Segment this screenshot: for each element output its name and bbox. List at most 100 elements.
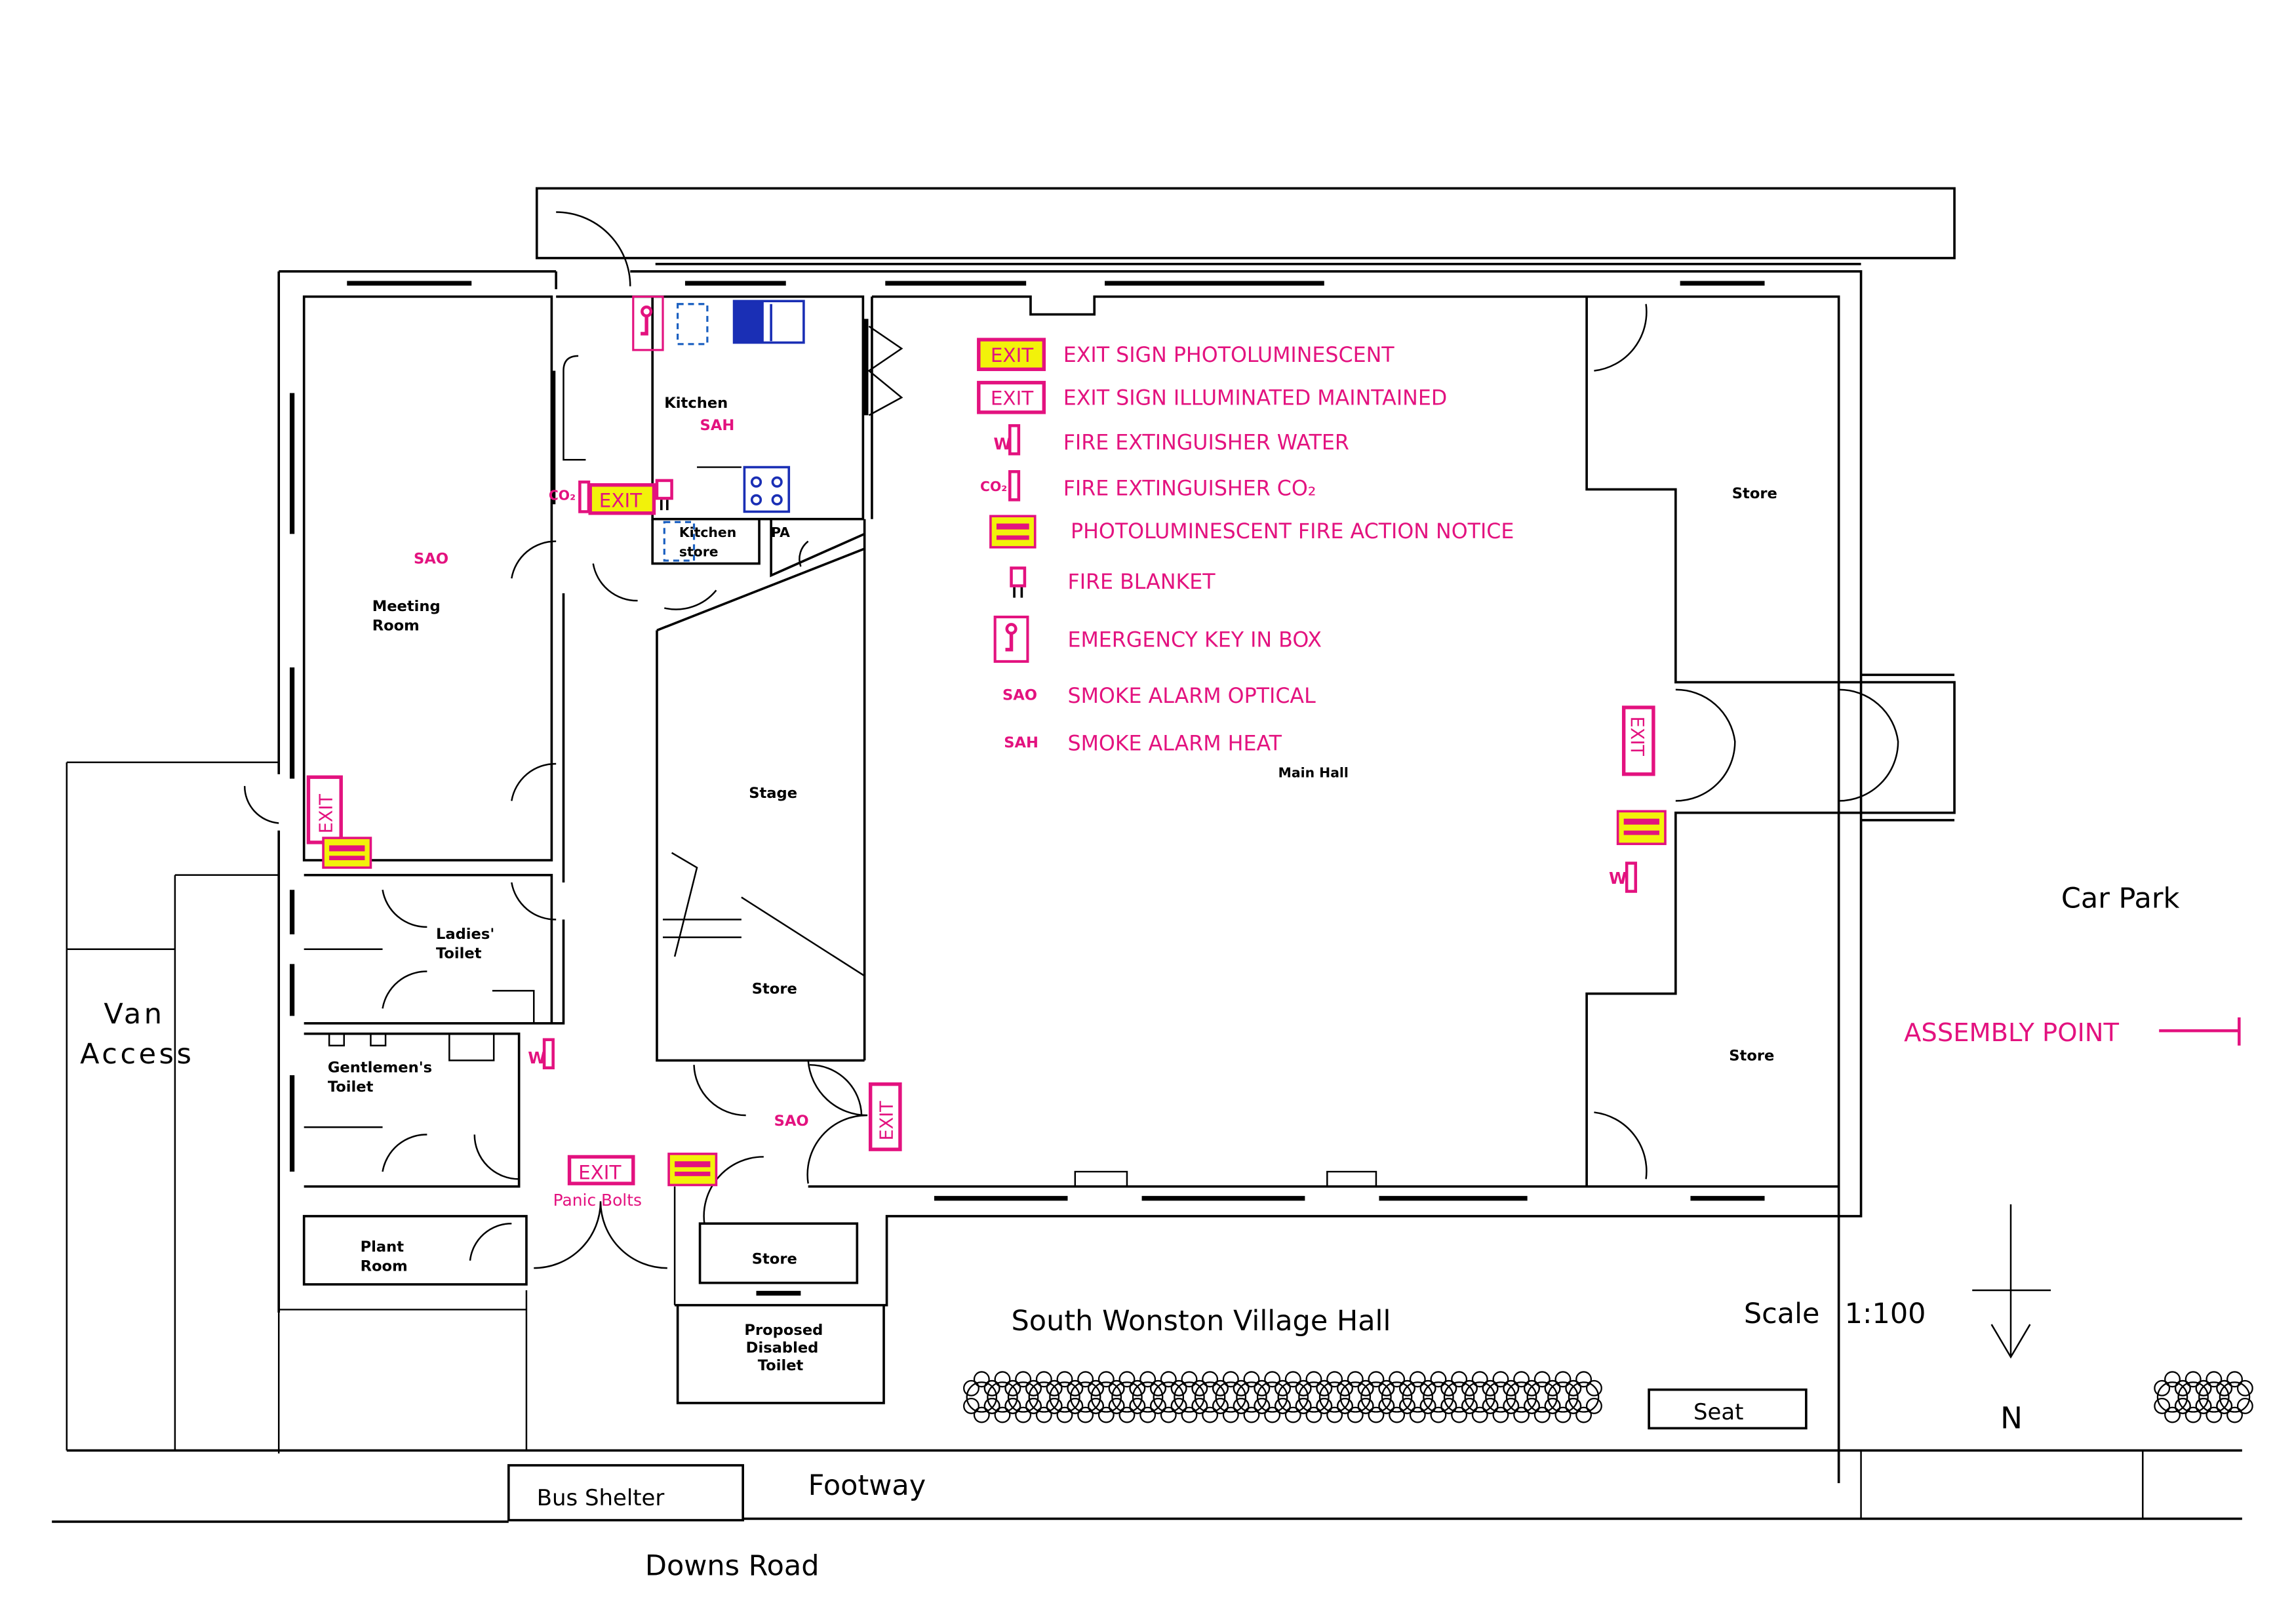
hedge-shrub	[1118, 1406, 1136, 1423]
hedge-shrub	[1347, 1406, 1364, 1423]
hedge-shrub	[1298, 1381, 1330, 1413]
co2-extinguisher-icon	[1008, 470, 1021, 502]
exit-sign-illuminated	[868, 1082, 902, 1151]
hedge-shrub	[1284, 1371, 1301, 1388]
legend-symbol-text: EXIT	[991, 344, 1034, 366]
hedge-shrub	[2236, 1398, 2253, 1414]
north-arrow-icon	[1972, 1204, 2051, 1359]
room-label-gents-toilet: Gentlemen's	[328, 1059, 432, 1076]
hedge-shrub	[966, 1381, 998, 1413]
hedge-shrub	[1222, 1406, 1239, 1423]
exit-sign-text: EXIT	[599, 490, 643, 512]
hedge-shrub	[1378, 1398, 1395, 1414]
hedge-shrub	[2174, 1379, 2191, 1396]
north-label: N	[2000, 1400, 2023, 1435]
hedge-shrub	[963, 1379, 979, 1396]
hedge-shrub	[2198, 1381, 2230, 1413]
hedge-shrub	[2185, 1371, 2202, 1388]
room-label-ladies-toilet: Ladies'	[436, 926, 494, 943]
room-label-entrance-store: Store	[752, 1250, 797, 1267]
hedge-shrub	[1153, 1381, 1185, 1413]
hedge-shrub	[1399, 1398, 1415, 1414]
hedge-shrub	[1585, 1398, 1602, 1414]
hedge-shrub	[1295, 1398, 1312, 1414]
hedge-shrub	[1399, 1379, 1415, 1396]
room-label-kitchen-store: Kitchen	[679, 525, 736, 540]
exit-sign-photoluminescent	[588, 483, 656, 515]
room-label-meeting-room: Meeting	[372, 598, 441, 615]
hedge-shrub	[1254, 1398, 1271, 1414]
hedge-shrub	[1295, 1379, 1312, 1396]
hedge-shrub	[1513, 1406, 1530, 1423]
hedge-shrub	[1544, 1379, 1561, 1396]
hedge-shrub	[1077, 1371, 1094, 1388]
hedge-shrub	[994, 1406, 1011, 1423]
hedge-shrub	[1056, 1371, 1073, 1388]
hedge-shrub	[1523, 1379, 1540, 1396]
legend-label: EXIT SIGN PHOTOLUMINESCENT	[1063, 344, 1395, 367]
sink	[732, 300, 805, 344]
hedge-shrub	[1015, 1406, 1032, 1423]
hedge-shrub	[1181, 1406, 1198, 1423]
hob-ring	[771, 494, 783, 505]
fire-action-notice-icon	[1616, 810, 1667, 845]
hedge-shrub	[1316, 1379, 1333, 1396]
hedge-shrub	[1212, 1398, 1229, 1414]
door-swing	[243, 785, 279, 824]
hedge-shrub	[1150, 1379, 1166, 1396]
hedge-shrub	[1305, 1406, 1322, 1423]
hedge-shrub	[1236, 1381, 1267, 1413]
exit-sign-text: EXIT	[877, 1101, 898, 1141]
hob-ring	[750, 494, 762, 505]
hedge-shrub	[983, 1398, 1000, 1414]
hedge-shrub	[1233, 1398, 1250, 1414]
legend-symbol-text: SAH	[1004, 734, 1038, 751]
door-swing	[1594, 1111, 1648, 1179]
legend-label: PHOTOLUMINESCENT FIRE ACTION NOTICE	[1071, 520, 1514, 544]
hedge-shrub	[1423, 1381, 1454, 1413]
door-swing	[511, 762, 557, 801]
hedge-shrub	[1492, 1371, 1509, 1388]
hedge-shrub	[1108, 1398, 1125, 1414]
exit-illuminated-icon	[977, 380, 1046, 414]
hedge-shrub	[2154, 1398, 2171, 1414]
hedge-shrub	[1440, 1398, 1457, 1414]
north-boundary	[535, 187, 1956, 260]
stage-steps	[663, 852, 865, 977]
exit-sign-illuminated	[567, 1155, 635, 1185]
hob	[743, 465, 791, 513]
hedge-shrub	[1194, 1381, 1226, 1413]
hedge-shrub	[1277, 1381, 1309, 1413]
hedge-shrub	[1430, 1371, 1447, 1388]
building-walls	[277, 262, 1956, 1484]
hedge-shrub	[983, 1379, 1000, 1396]
room-label-kitchen: Kitchen	[664, 395, 728, 412]
hedge-shrub	[1461, 1398, 1478, 1414]
co2-extinguisher-icon	[578, 480, 591, 513]
hedge-shrub	[1402, 1381, 1434, 1413]
double-door-swing	[867, 325, 903, 416]
hedge-shrub	[1544, 1398, 1561, 1414]
hedge	[963, 1371, 1602, 1423]
van-access-label: Van	[104, 998, 165, 1031]
fire-blanket-icon	[655, 479, 673, 511]
hedge-shrub	[1090, 1381, 1122, 1413]
room-label-pa: PA	[771, 525, 790, 540]
road-kerb	[52, 1517, 2242, 1523]
hedge-shrub	[1129, 1398, 1146, 1414]
hedge-shrub	[1326, 1371, 1343, 1388]
room-label-disabled-toilet: Disabled	[746, 1339, 819, 1357]
hedge-shrub	[1035, 1371, 1052, 1388]
hedge-shrub	[1202, 1406, 1219, 1423]
hedge-shrub	[1503, 1379, 1520, 1396]
hedge-shrub	[1357, 1379, 1374, 1396]
hob-ring	[771, 476, 783, 488]
hedge-shrub	[2219, 1381, 2251, 1413]
store-se-walls	[1585, 811, 1839, 1187]
hedge-shrub	[1212, 1379, 1229, 1396]
smoke-alarm-optical-marker: SAO	[774, 1113, 809, 1130]
hedge-shrub	[1316, 1398, 1333, 1414]
hedge-shrub	[1088, 1398, 1104, 1414]
legend-symbol-text: SAO	[1002, 687, 1037, 704]
hedge-shrub	[2216, 1379, 2233, 1396]
